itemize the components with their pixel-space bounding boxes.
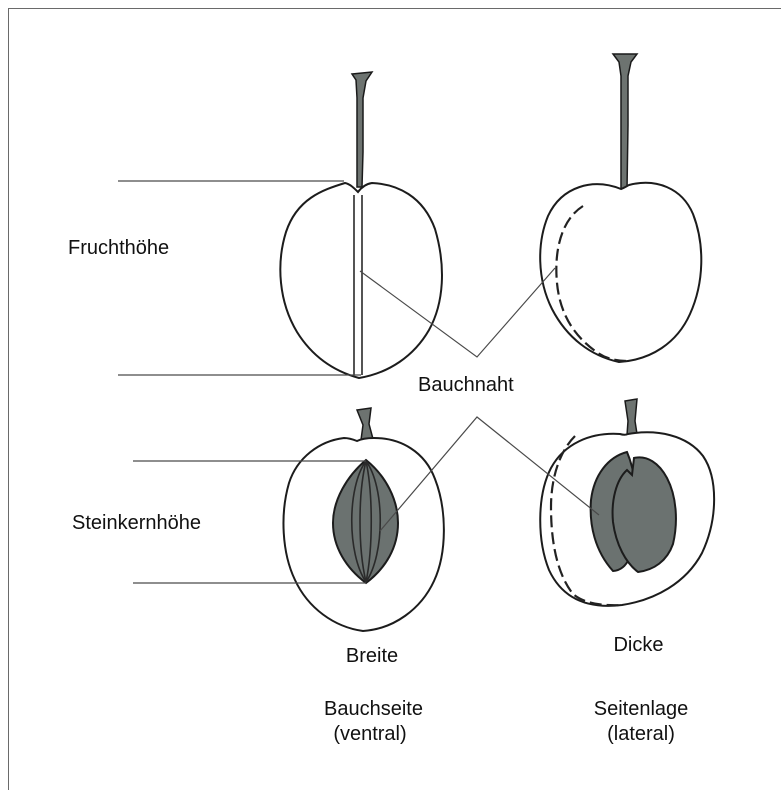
lateral-latin-label: (lateral)	[590, 722, 692, 746]
lateral-whole-fruit	[540, 54, 701, 362]
width-label: Breite	[333, 644, 411, 668]
ventral-halved-fruit	[283, 408, 443, 631]
thickness-label: Dicke	[606, 633, 671, 657]
ventral-fruit-outline	[280, 183, 442, 378]
lateral-half-stem	[625, 399, 637, 435]
ventral-half-stem	[357, 408, 373, 440]
lateral-halved-fruit	[540, 399, 714, 606]
suture-label: Bauchnaht	[418, 373, 514, 397]
stone-height-label: Steinkernhöhe	[72, 511, 201, 535]
ventral-fruit-stem	[352, 72, 372, 187]
fruit-height-label: Fruchthöhe	[68, 236, 169, 260]
ventral-latin-label: (ventral)	[314, 722, 426, 746]
ventral-view-label: Bauchseite	[301, 697, 446, 721]
lateral-fruit-outline	[540, 183, 701, 362]
lateral-view-label: Seitenlage	[576, 697, 706, 721]
ventral-whole-fruit	[280, 72, 442, 378]
lateral-fruit-stem	[613, 54, 637, 190]
